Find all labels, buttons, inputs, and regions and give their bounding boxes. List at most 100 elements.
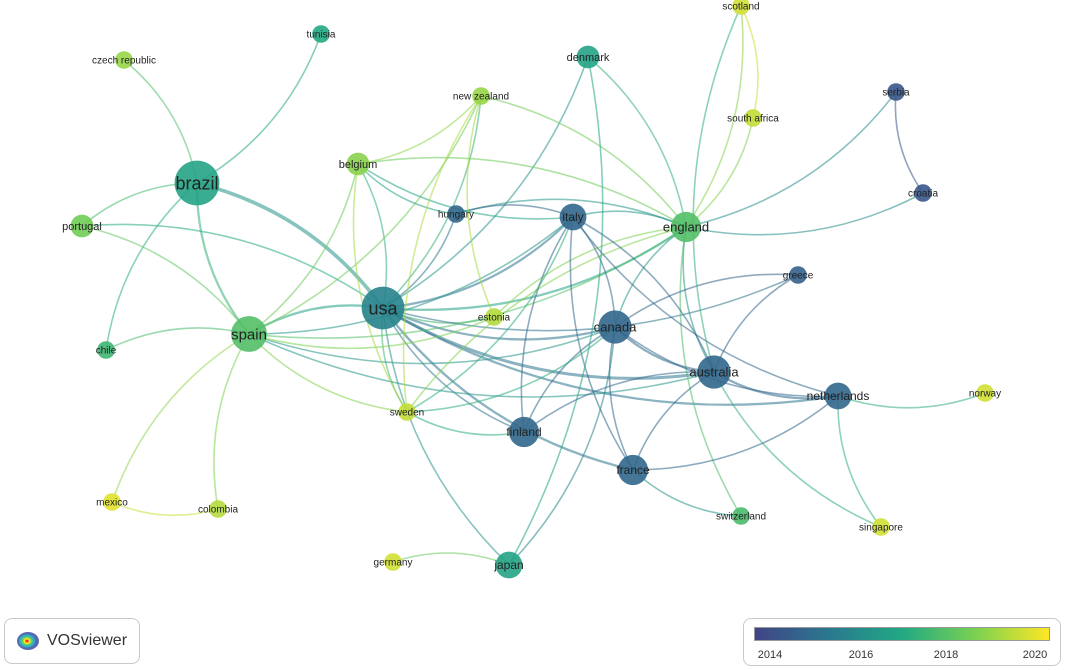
link-belgium-hungary xyxy=(357,163,457,215)
node-switzerland[interactable] xyxy=(732,507,750,525)
node-label-switzerland[interactable]: switzerland xyxy=(716,512,766,523)
node-label-serbia[interactable]: serbia xyxy=(882,88,910,99)
link-netherlands-norway xyxy=(837,392,986,409)
node-brazil[interactable] xyxy=(174,160,220,206)
node-chile[interactable] xyxy=(97,341,115,359)
node-label-germany[interactable]: germany xyxy=(374,558,413,569)
node-england[interactable] xyxy=(670,211,702,243)
link-usa-france xyxy=(382,307,634,472)
node-serbia[interactable] xyxy=(887,83,905,101)
node-label-netherlands[interactable]: netherlands xyxy=(807,389,870,403)
node-label-denmark[interactable]: denmark xyxy=(567,52,610,64)
node-label-new-zealand[interactable]: new zealand xyxy=(453,92,509,103)
link-greece-australia xyxy=(713,274,799,373)
node-germany[interactable] xyxy=(384,553,402,571)
link-mexico-colombia xyxy=(111,501,219,517)
link-belgium-new-zealand xyxy=(357,95,482,165)
node-netherlands[interactable] xyxy=(824,382,852,410)
node-label-estonia[interactable]: estonia xyxy=(478,313,511,324)
node-france[interactable] xyxy=(617,454,649,486)
node-czech-republic[interactable] xyxy=(115,51,133,69)
link-spain-australia xyxy=(248,333,715,398)
node-australia[interactable] xyxy=(697,355,731,389)
link-usa-portugal xyxy=(81,223,384,309)
node-denmark[interactable] xyxy=(576,45,600,69)
link-south-africa-scotland xyxy=(740,5,759,119)
node-estonia[interactable] xyxy=(485,308,503,326)
node-singapore[interactable] xyxy=(872,518,890,536)
node-usa[interactable] xyxy=(361,286,405,330)
link-belgium-sweden xyxy=(352,163,408,413)
node-label-croatia[interactable]: croatia xyxy=(908,189,938,200)
link-usa-canada xyxy=(382,306,616,341)
node-label-finland[interactable]: finland xyxy=(506,425,541,439)
link-new-zealand-estonia xyxy=(466,95,495,318)
node-label-portugal[interactable]: portugal xyxy=(62,221,102,233)
node-label-singapore[interactable]: singapore xyxy=(859,523,903,534)
link-netherlands-singapore xyxy=(837,395,882,528)
node-portugal[interactable] xyxy=(70,214,94,238)
node-label-sweden[interactable]: sweden xyxy=(390,408,424,419)
node-norway[interactable] xyxy=(976,384,994,402)
node-label-usa[interactable]: usa xyxy=(368,298,398,318)
node-italy[interactable] xyxy=(559,203,587,231)
node-label-japan[interactable]: japan xyxy=(493,558,523,572)
node-label-hungary[interactable]: hungary xyxy=(438,210,474,221)
link-england-canada xyxy=(614,226,687,328)
link-england-sweden xyxy=(406,226,687,413)
node-label-spain[interactable]: spain xyxy=(231,326,267,343)
node-label-england[interactable]: england xyxy=(663,220,709,235)
node-mexico[interactable] xyxy=(103,493,121,511)
node-label-tunisia[interactable]: tunisia xyxy=(307,30,336,41)
link-italy-france xyxy=(569,216,634,471)
node-label-italy[interactable]: italy xyxy=(562,210,583,224)
node-sweden[interactable] xyxy=(398,403,416,421)
vosviewer-logo-icon xyxy=(17,632,39,650)
vosviewer-brand[interactable]: VOSviewer xyxy=(4,618,140,664)
node-label-australia[interactable]: australia xyxy=(689,365,739,380)
link-spain-sweden xyxy=(248,333,408,413)
link-brazil-spain xyxy=(195,182,250,335)
node-label-france[interactable]: france xyxy=(616,463,650,477)
links-layer xyxy=(81,5,986,566)
node-hungary[interactable] xyxy=(447,205,465,223)
node-finland[interactable] xyxy=(508,416,540,448)
node-label-colombia[interactable]: colombia xyxy=(198,505,238,516)
node-colombia[interactable] xyxy=(209,500,227,518)
link-australia-singapore xyxy=(713,371,882,528)
node-label-czech-republic[interactable]: czech republic xyxy=(92,56,156,67)
link-spain-england xyxy=(248,226,687,339)
nodes-layer xyxy=(70,0,994,579)
link-brazil-tunisia xyxy=(196,33,322,184)
link-england-estonia xyxy=(493,226,687,318)
node-label-greece[interactable]: greece xyxy=(783,271,814,282)
link-england-switzerland xyxy=(679,226,742,517)
node-label-brazil[interactable]: brazil xyxy=(175,173,218,193)
link-england-scotland xyxy=(685,5,744,228)
node-new-zealand[interactable] xyxy=(472,87,490,105)
legend-tick: 2018 xyxy=(933,649,959,661)
node-tunisia[interactable] xyxy=(312,25,330,43)
node-scotland[interactable] xyxy=(732,0,750,15)
node-label-scotland[interactable]: scotland xyxy=(722,2,759,13)
link-italy-hungary xyxy=(455,204,574,218)
node-label-canada[interactable]: canada xyxy=(594,320,637,335)
node-label-mexico[interactable]: mexico xyxy=(96,498,128,509)
link-england-denmark xyxy=(587,56,687,228)
node-spain[interactable] xyxy=(231,316,267,352)
node-canada[interactable] xyxy=(598,310,632,344)
node-greece[interactable] xyxy=(789,266,807,284)
node-label-norway[interactable]: norway xyxy=(969,389,1001,400)
node-belgium[interactable] xyxy=(346,152,370,176)
node-label-chile[interactable]: chile xyxy=(96,346,117,357)
link-japan-denmark xyxy=(508,56,604,566)
node-japan[interactable] xyxy=(495,551,523,579)
link-spain-italy xyxy=(248,216,574,335)
node-south-africa[interactable] xyxy=(744,109,762,127)
link-australia-italy xyxy=(572,216,715,373)
node-label-belgium[interactable]: belgium xyxy=(339,159,378,171)
year-color-legend: 2014 2016 2018 2020 xyxy=(743,618,1061,666)
node-label-south-africa[interactable]: south africa xyxy=(727,114,779,125)
node-croatia[interactable] xyxy=(914,184,932,202)
